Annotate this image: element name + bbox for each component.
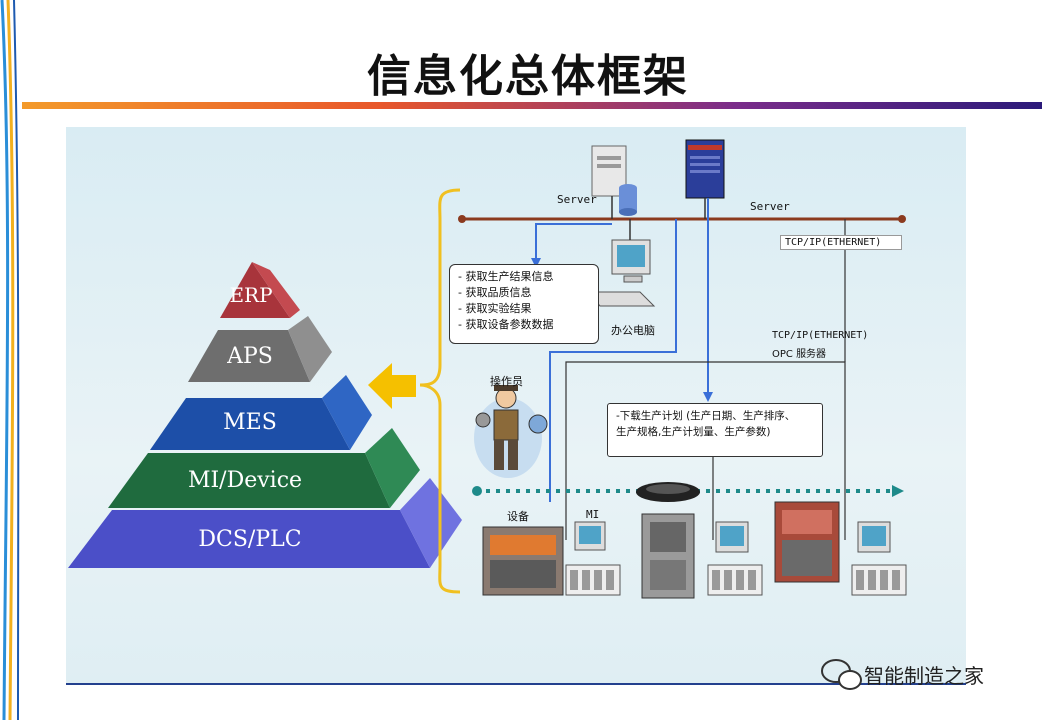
tier-label-mi-device: MI/Device xyxy=(187,468,303,493)
info-box: - 获取生产结果信息 - 获取品质信息 - 获取实验结果 - 获取设备参数数据 xyxy=(449,264,599,344)
info-item: - 获取生产结果信息 xyxy=(458,270,554,283)
tier-label-mes: MES xyxy=(223,410,277,435)
wechat-icon xyxy=(821,659,862,690)
tcp-label-mid: TCP/IP(ETHERNET) xyxy=(772,330,869,341)
tier-dcs-plc xyxy=(68,510,430,568)
operator-icon xyxy=(474,385,548,478)
title-rule xyxy=(22,102,1042,109)
panel-bottom-rule xyxy=(66,683,966,685)
info-item: - 获取实验结果 xyxy=(458,302,532,315)
server-left-label: Server xyxy=(557,193,597,206)
info-item: - 获取设备参数数据 xyxy=(458,318,554,331)
office-pc-label: 办公电脑 xyxy=(611,324,655,337)
equipment-group-3 xyxy=(774,501,907,596)
watermark: 智能制造之家 xyxy=(864,664,984,688)
equipment-group-1 xyxy=(482,521,621,596)
mi-label: MI xyxy=(586,508,600,521)
server-left-icon xyxy=(591,145,637,219)
operator-label: 操作员 xyxy=(490,375,523,388)
download-line: 生产规格,生产计划量、生产参数) xyxy=(616,426,771,438)
download-plan-box: -下载生产计划 (生产日期、生产排序、 生产规格,生产计划量、生产参数) xyxy=(607,403,823,457)
pyramid xyxy=(68,262,462,568)
left-decor-stripes xyxy=(0,0,20,720)
download-line: -下载生产计划 (生产日期、生产排序、 xyxy=(616,410,796,422)
bus-arrow-icon xyxy=(892,485,904,497)
server-right-label: Server xyxy=(750,200,790,213)
office-pc-icon xyxy=(586,219,656,307)
equipment-group-2 xyxy=(641,513,763,599)
tier-label-dcs-plc: DCS/PLC xyxy=(198,527,302,552)
equipment-label: 设备 xyxy=(507,510,529,523)
tier-label-erp: ERP xyxy=(229,283,273,307)
page-title: 信息化总体框架 xyxy=(367,51,689,102)
tier-mi-device xyxy=(108,453,390,508)
opc-server-label: OPC 服务器 xyxy=(772,349,827,360)
server-right-icon xyxy=(685,139,725,219)
tier-aps xyxy=(188,330,310,382)
tcp-label-top: TCP/IP(ETHERNET) xyxy=(780,235,902,250)
bracket xyxy=(419,188,461,594)
tier-erp xyxy=(220,262,290,318)
yellow-arrow-icon xyxy=(368,363,416,409)
tier-label-aps: APS xyxy=(227,344,273,369)
info-item: - 获取品质信息 xyxy=(458,286,532,299)
tier-mes xyxy=(150,398,350,450)
